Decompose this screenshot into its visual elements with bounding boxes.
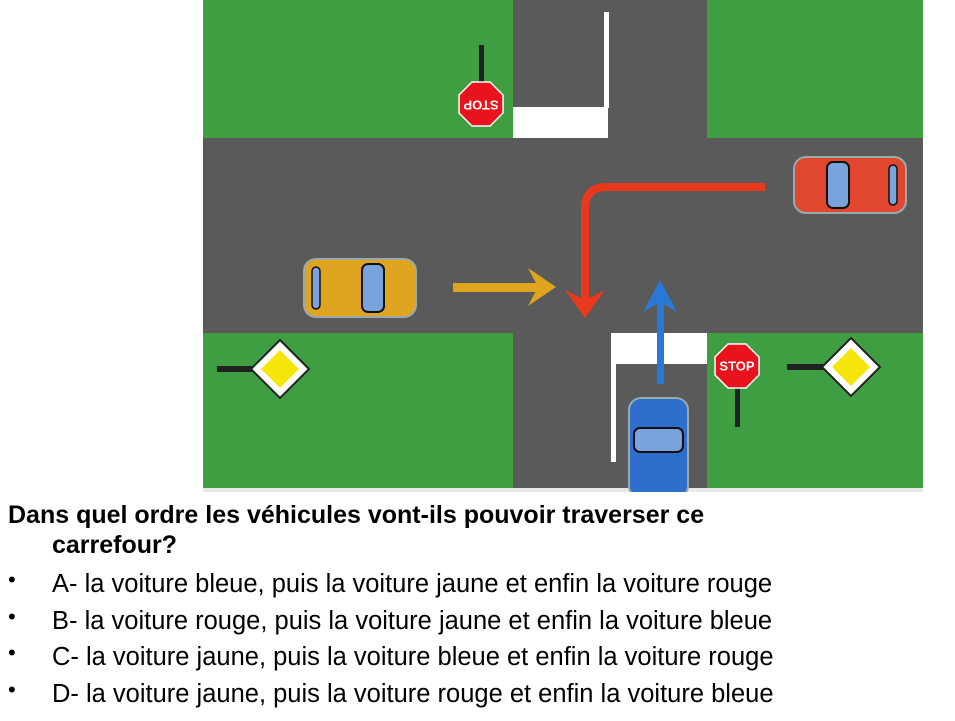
stop-line-top xyxy=(513,107,608,138)
yellow-car xyxy=(303,258,417,318)
svg-text:STOP: STOP xyxy=(719,358,754,373)
answer-a: • A- la voiture bleue, puis la voiture ja… xyxy=(0,566,774,603)
svg-text:STOP: STOP xyxy=(463,98,498,113)
stop-sign-top: STOP xyxy=(458,45,504,127)
priority-road-sign-left xyxy=(217,338,311,400)
lane-line-bottom xyxy=(611,364,616,462)
answer-c: • C- la voiture jaune, puis la voiture bl… xyxy=(0,639,774,676)
question-line-1: Dans quel ordre les véhicules vont-ils p… xyxy=(8,501,705,529)
answer-list: • A- la voiture bleue, puis la voiture ja… xyxy=(0,566,774,712)
bullet-icon: • xyxy=(8,567,16,592)
bullet-icon: • xyxy=(8,640,16,665)
question-line-2: carrefour? xyxy=(52,531,178,559)
intersection-diagram: STOP STOP xyxy=(203,0,923,492)
lane-line-top xyxy=(604,12,609,108)
red-arrow xyxy=(565,183,765,318)
answer-text: B- la voiture rouge, puis la voiture jau… xyxy=(52,606,773,635)
answer-text: C- la voiture jaune, puis la voiture ble… xyxy=(52,643,774,671)
answer-text: D- la voiture jaune, puis la voiture rou… xyxy=(52,679,774,708)
stop-sign-bottom: STOP xyxy=(714,343,760,427)
priority-road-sign-right xyxy=(787,336,882,398)
blue-car xyxy=(628,397,689,492)
bullet-icon: • xyxy=(8,676,16,702)
bullet-icon: • xyxy=(8,603,16,629)
question-text: Dans quel ordre les véhicules vont-ils p… xyxy=(8,500,948,560)
answer-text: A- la voiture bleue, puis la voiture jau… xyxy=(52,570,773,598)
red-car xyxy=(793,156,907,214)
yellow-arrow xyxy=(453,268,556,306)
answer-b: • B- la voiture rouge, puis la voiture ja… xyxy=(0,603,774,640)
blue-arrow xyxy=(643,280,677,384)
answer-d: • D- la voiture jaune, puis la voiture ro… xyxy=(0,676,774,713)
